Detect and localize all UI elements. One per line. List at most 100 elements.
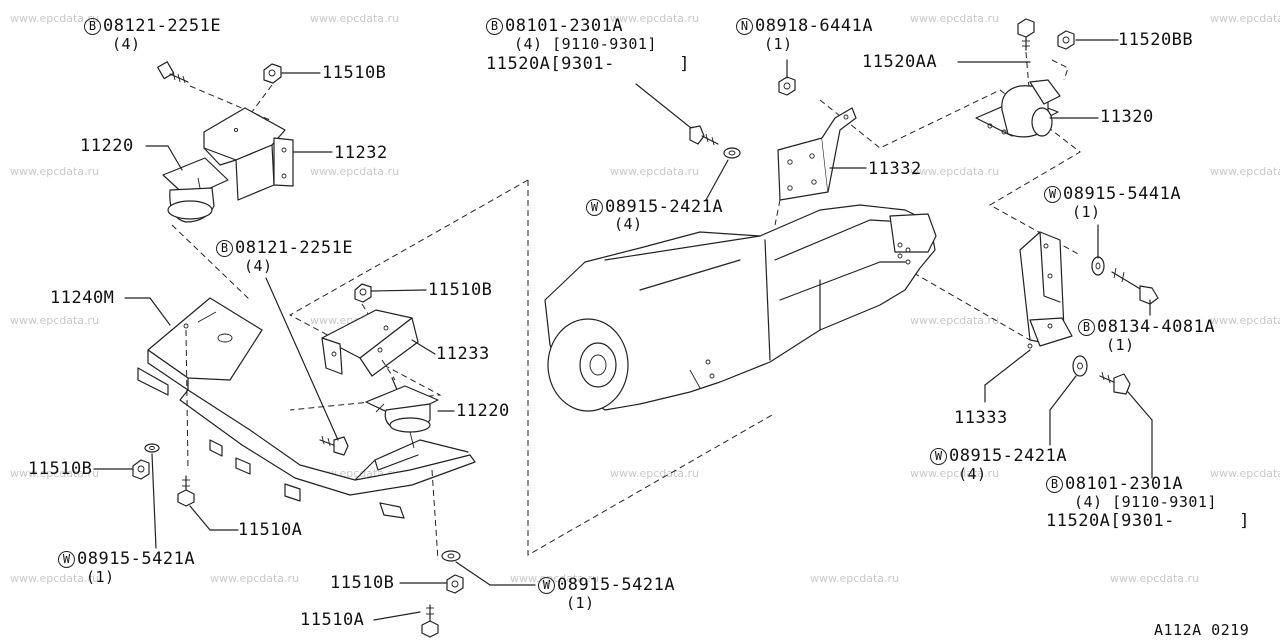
bolt-prefix-icon: B bbox=[1046, 476, 1063, 493]
bracket-11333 bbox=[1019, 231, 1073, 349]
washer-08915-5441a bbox=[1091, 256, 1105, 276]
washer-prefix-icon: W bbox=[58, 551, 75, 568]
watermark: www.epcdata.ru bbox=[510, 572, 600, 585]
nut-11520bb bbox=[1057, 30, 1075, 50]
bolt-08101-2301a-right bbox=[1099, 371, 1131, 395]
bolt-11510a-left bbox=[177, 475, 195, 507]
transmission bbox=[544, 204, 937, 412]
callout-bracket-11333: 11333 bbox=[954, 408, 1008, 428]
part-number: 08915-5421A bbox=[77, 549, 196, 569]
quantity: (4) bbox=[244, 257, 273, 275]
callout-bracket-11233: 11233 bbox=[436, 344, 490, 364]
quantity: (1) bbox=[764, 35, 793, 53]
callout-bracket-11332: 11332 bbox=[868, 159, 922, 179]
callout-bolt-11520aa: 11520AA bbox=[862, 52, 938, 72]
nut-11510b-upper bbox=[263, 63, 282, 84]
part-number: 08134-4081A bbox=[1097, 317, 1216, 337]
quantity: (1) bbox=[86, 568, 115, 586]
callout-alt-part: 11520A[9301- ] bbox=[486, 54, 690, 74]
part-number: 08121-2251E bbox=[103, 16, 222, 36]
watermark: www.epcdata.ru bbox=[10, 467, 100, 480]
callout-alt-part: 11520A[9301- ] bbox=[1046, 511, 1250, 531]
bolt-11520aa bbox=[1017, 18, 1035, 51]
insulator-11220-upper bbox=[162, 157, 229, 223]
watermark: www.epcdata.ru bbox=[10, 12, 100, 25]
callout-bolt-11510a-bottom: 11510A bbox=[300, 610, 365, 630]
quantity: (1) bbox=[1072, 203, 1101, 221]
bolt-08121-lower bbox=[319, 435, 349, 456]
nut-11510b-left bbox=[132, 459, 150, 480]
watermark: www.epcdata.ru bbox=[1210, 314, 1280, 327]
bolt-prefix-icon: B bbox=[486, 18, 503, 35]
diagram-code: A112A 0219 bbox=[1154, 621, 1250, 639]
quantity: (4) bbox=[958, 465, 987, 483]
quantity: (4) [9110-9301] bbox=[1074, 493, 1217, 511]
part-number: 08101-2301A bbox=[1065, 474, 1184, 494]
washer-08915-2421a-top bbox=[723, 147, 741, 159]
quantity: (1) bbox=[566, 594, 595, 612]
washer-prefix-icon: W bbox=[930, 448, 947, 465]
part-number: 08915-2421A bbox=[949, 446, 1068, 466]
bolt-08121-upper bbox=[157, 61, 189, 84]
part-number: 08121-2251E bbox=[235, 238, 354, 258]
callout-nut-11510b-center: 11510B bbox=[428, 280, 493, 300]
watermark: www.epcdata.ru bbox=[1210, 165, 1280, 178]
part-number: 08918-6441A bbox=[755, 16, 874, 36]
part-number: 08101-2301A bbox=[505, 16, 624, 36]
crossmember-11240m bbox=[137, 297, 476, 519]
callout-nut-11510b-upper: 11510B bbox=[322, 63, 387, 83]
watermark: www.epcdata.ru bbox=[810, 572, 900, 585]
watermark: www.epcdata.ru bbox=[210, 572, 300, 585]
watermark: www.epcdata.ru bbox=[310, 165, 400, 178]
bolt-08101-2301a-top bbox=[689, 125, 719, 146]
watermark: www.epcdata.ru bbox=[910, 467, 1000, 480]
bolt-prefix-icon: B bbox=[1078, 319, 1095, 336]
callout-nut-11510b-left: 11510B bbox=[28, 459, 93, 479]
part-number: 08915-2421A bbox=[605, 197, 724, 217]
watermark: www.epcdata.ru bbox=[910, 314, 1000, 327]
callout-insulator-11320: 11320 bbox=[1100, 107, 1154, 127]
washer-prefix-icon: W bbox=[538, 577, 555, 594]
part-number: 08915-5441A bbox=[1063, 184, 1182, 204]
watermark: www.epcdata.ru bbox=[610, 12, 700, 25]
bracket-11332 bbox=[777, 107, 857, 201]
callout-insulator-11220-upper: 11220 bbox=[80, 136, 134, 156]
nut-11510b-bottom bbox=[446, 574, 464, 594]
watermark: www.epcdata.ru bbox=[10, 165, 100, 178]
callout-bolt-11510a-left: 11510A bbox=[238, 520, 303, 540]
watermark: www.epcdata.ru bbox=[610, 467, 700, 480]
watermark: www.epcdata.ru bbox=[910, 12, 1000, 25]
quantity: (4) bbox=[112, 35, 141, 53]
bolt-prefix-icon: B bbox=[216, 240, 233, 257]
nut-08918-6441a bbox=[778, 76, 796, 96]
washer-08915-5421a-center bbox=[441, 550, 461, 562]
washer-08915-5421a-left bbox=[144, 443, 160, 453]
part-number: 08915-5421A bbox=[557, 575, 676, 595]
bolt-prefix-icon: B bbox=[84, 18, 101, 35]
washer-08915-2421a-right bbox=[1072, 355, 1088, 377]
bolt-11510a-bottom bbox=[421, 604, 439, 638]
watermark: www.epcdata.ru bbox=[1210, 12, 1280, 25]
insulator-11320 bbox=[975, 79, 1061, 138]
callout-nut-11520bb: 11520BB bbox=[1118, 30, 1194, 50]
callout-bracket-11232: 11232 bbox=[334, 143, 388, 163]
nut-11510b-center bbox=[354, 283, 372, 303]
quantity: (4) [9110-9301] bbox=[514, 35, 657, 53]
watermark: www.epcdata.ru bbox=[910, 165, 1000, 178]
bolt-08134-4081a bbox=[1111, 267, 1159, 305]
washer-prefix-icon: W bbox=[1044, 186, 1061, 203]
group-boundary bbox=[904, 267, 1031, 341]
washer-prefix-icon: W bbox=[586, 199, 603, 216]
callout-nut-11510b-bottom: 11510B bbox=[330, 573, 395, 593]
